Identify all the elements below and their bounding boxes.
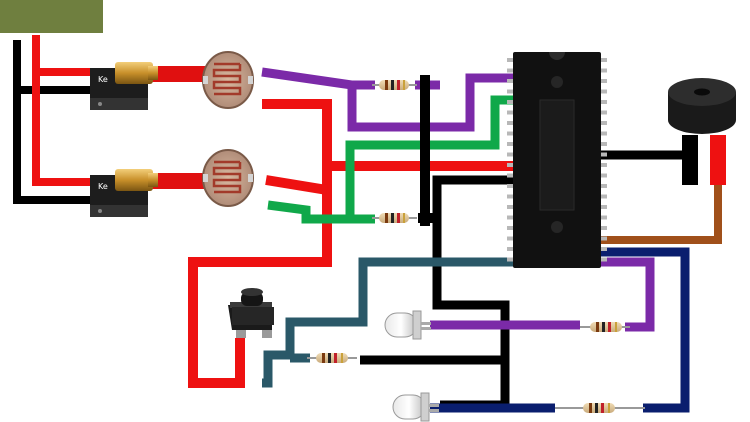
chip-pin xyxy=(599,184,607,188)
wire-purple-led xyxy=(600,257,655,332)
wire-brown xyxy=(600,185,722,244)
wire-red-ldr1 xyxy=(188,99,332,388)
chip-pin xyxy=(507,247,515,251)
resistor-led2 xyxy=(555,403,645,413)
resistor-top xyxy=(372,80,417,90)
laser-label: Ke xyxy=(98,75,108,84)
led-bottom xyxy=(392,392,439,422)
chip-pin xyxy=(599,163,607,167)
laser-module-top: Ke xyxy=(90,62,158,110)
wire-green xyxy=(267,95,515,224)
wire-red-left-rail xyxy=(32,35,100,186)
chip-pin xyxy=(599,257,607,262)
chip-pin xyxy=(599,110,607,115)
chip-pin xyxy=(507,79,515,83)
chip-pin xyxy=(507,131,515,136)
buzzer xyxy=(668,78,736,134)
resistor-led1 xyxy=(580,322,630,332)
buzzer-black-lead xyxy=(682,135,698,185)
laser-label: Ke xyxy=(98,182,108,191)
chip-pin xyxy=(599,236,607,241)
chip-pin xyxy=(599,226,607,230)
chip-pin xyxy=(507,257,515,262)
chip-pin xyxy=(507,110,515,115)
chip-pin xyxy=(599,194,607,199)
chip-pin xyxy=(599,68,607,73)
chip-pin xyxy=(599,142,607,146)
chip-pin xyxy=(599,173,607,178)
chip-pin xyxy=(507,58,515,62)
chip-pin xyxy=(507,226,515,230)
chip-pin xyxy=(599,205,607,209)
wire-black-chip xyxy=(432,175,515,410)
chip-pin xyxy=(507,236,515,241)
chip-pin xyxy=(599,131,607,136)
push-button xyxy=(228,288,274,338)
chip-pin xyxy=(507,215,515,220)
wire-black-led1 xyxy=(360,300,510,365)
microcontroller-chip xyxy=(507,52,607,268)
resistor-button xyxy=(307,353,357,363)
chip-pin xyxy=(507,121,515,125)
wire-black-buzzer xyxy=(600,150,695,183)
chip-pin xyxy=(507,163,515,167)
chip-pin xyxy=(599,79,607,83)
buzzer-red-lead xyxy=(710,135,726,185)
wire-teal xyxy=(262,257,515,388)
photoresistor-bottom xyxy=(202,149,254,207)
chip-pin xyxy=(507,194,515,199)
chip-pin xyxy=(507,68,515,73)
corner-block xyxy=(0,0,103,33)
chip-pin xyxy=(599,215,607,220)
chip-pin xyxy=(507,205,515,209)
laser-module-bottom: Ke xyxy=(90,169,158,217)
chip-pin xyxy=(507,152,515,157)
led-top xyxy=(384,310,431,340)
wire-navy xyxy=(600,247,690,413)
chip-pin xyxy=(507,184,515,188)
chip-pin xyxy=(507,173,515,178)
chip-pin xyxy=(599,58,607,62)
chip-pin xyxy=(599,152,607,157)
chip-pin xyxy=(599,247,607,251)
photoresistor-top xyxy=(202,51,254,109)
chip-pin xyxy=(507,100,515,104)
chip-pin xyxy=(507,89,515,94)
wire-black-left-rail xyxy=(13,86,100,204)
chip-pin xyxy=(507,142,515,146)
chip-pin xyxy=(599,89,607,94)
chip-pin xyxy=(599,100,607,104)
resistor-mid xyxy=(372,213,417,223)
wire-red-ldr2 xyxy=(265,175,328,195)
chip-pin xyxy=(599,121,607,125)
